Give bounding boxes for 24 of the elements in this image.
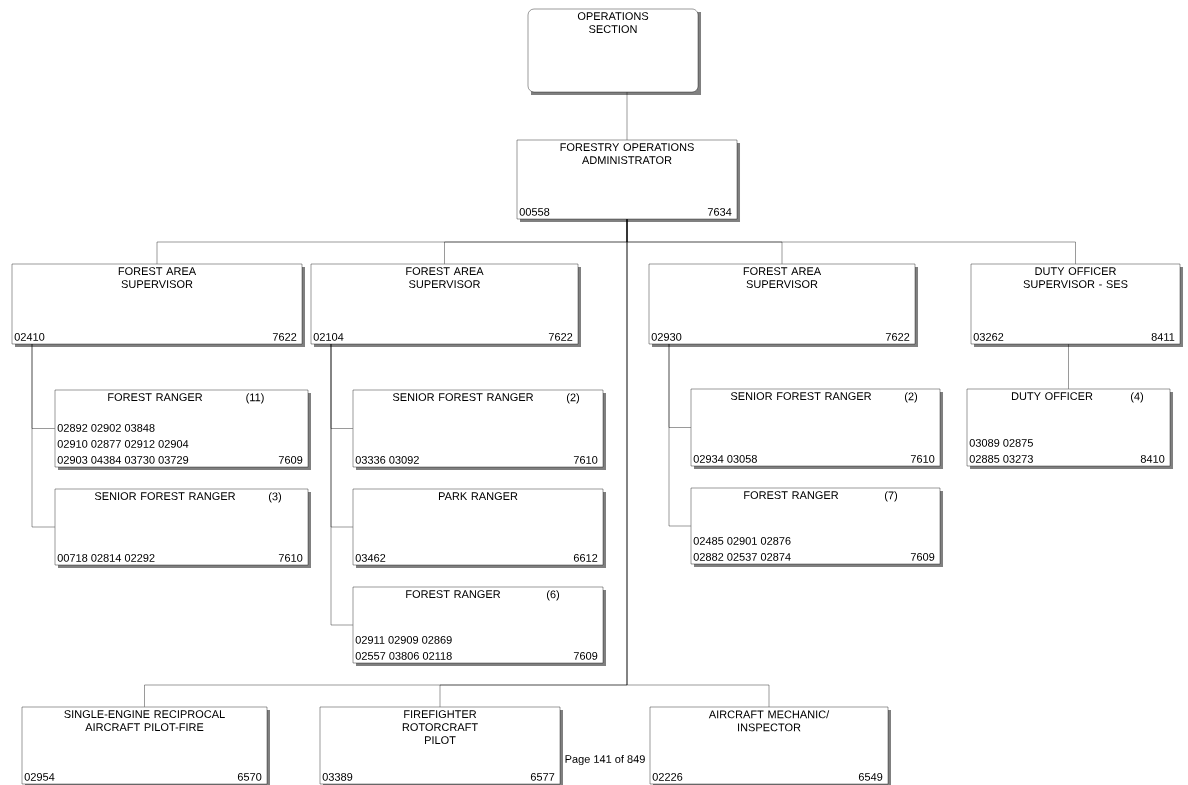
connector-line xyxy=(330,343,353,626)
org-box: DUTY OFFICER (4) 03089 02875 02885 03273 8410 xyxy=(966,388,1173,469)
org-box: SENIOR FOREST RANGER (2) 02934 03058 7610 xyxy=(690,388,943,469)
org-box: FOREST AREA SUPERVISOR 02104 7622 xyxy=(310,263,581,347)
org-box: DUTY OFFICER SUPERVISOR - SES 03262 8411 xyxy=(970,263,1183,347)
org-box: FOREST AREA SUPERVISOR 02410 7622 xyxy=(11,263,305,347)
org-box: OPERATIONS SECTION xyxy=(527,8,701,95)
connector-line xyxy=(626,92,628,140)
org-box: SENIOR FOREST RANGER (2) 03336 03092 7610 xyxy=(352,389,606,470)
connector-line xyxy=(626,219,770,707)
org-box: FOREST RANGER (11) 02892 02902 03848 02910 02877 02912 02904 02903 04384 03730 03729 7609 xyxy=(54,389,311,470)
connector-line xyxy=(1068,344,1069,389)
page-number: Page 141 of 849 xyxy=(565,754,645,766)
connector-line xyxy=(668,343,691,527)
org-box: FIREFIGHTER ROTORCRAFT PILOT 03389 6577 xyxy=(319,706,563,785)
org-box: AIRCRAFT MECHANIC/ INSPECTOR 02226 6549 xyxy=(649,706,891,785)
org-box: FOREST RANGER (6) 02911 02909 02869 02557 03806 02118 7609 xyxy=(352,586,606,666)
connector-line xyxy=(31,343,55,528)
org-box: FOREST AREA SUPERVISOR 02930 7622 xyxy=(648,263,918,347)
org-box: SENIOR FOREST RANGER (3) 00718 02814 02292 7610 xyxy=(54,488,311,568)
org-box: SINGLE-ENGINE RECIPROCAL AIRCRAFT PILOT-FIRE 02954 6570 xyxy=(21,706,270,785)
org-box: PARK RANGER 03462 6612 xyxy=(352,488,606,568)
org-box: FORESTRY OPERATIONS ADMINISTRATOR 00558 7634 xyxy=(516,139,740,222)
org-box: FOREST RANGER (7) 02485 02901 02876 02882 02537 02874 7609 xyxy=(690,487,943,567)
